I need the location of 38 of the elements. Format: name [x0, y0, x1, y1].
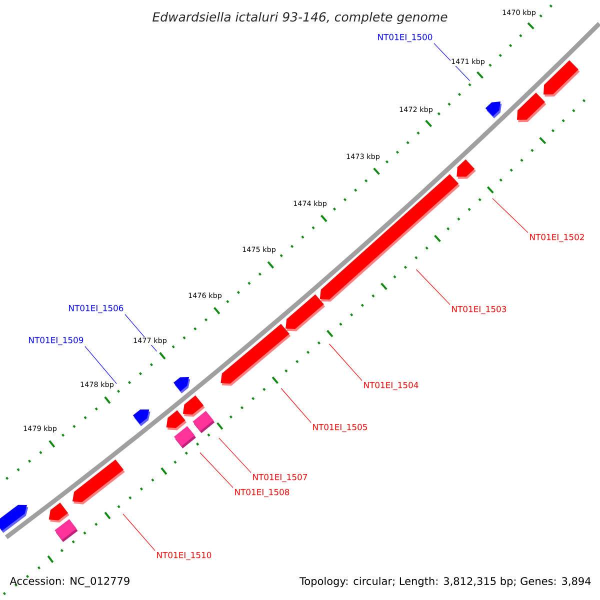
leader-line	[328, 344, 362, 381]
gene-feature	[286, 294, 326, 332]
gene-label: NT01EI_1505	[313, 424, 367, 432]
gene-feature	[544, 60, 580, 97]
gene-feature	[132, 409, 150, 426]
leader-line	[416, 269, 450, 305]
leader-line	[218, 438, 252, 473]
gene-label: NT01EI_1502	[530, 234, 584, 242]
leader-line	[84, 346, 117, 384]
gene-feature	[485, 102, 502, 118]
gene-label: NT01EI_1509	[29, 336, 84, 346]
leader-line	[280, 388, 312, 423]
gene-block	[192, 410, 215, 434]
gene-label: NT01EI_1500	[378, 34, 432, 42]
gene-feature	[182, 395, 205, 417]
leader-line	[200, 452, 234, 488]
title: Edwardsiella ictaluri 93-146, complete genome	[152, 12, 448, 24]
gene-label: NT01EI_1506	[69, 304, 124, 314]
leader-line	[434, 43, 470, 81]
leader-line	[492, 198, 528, 233]
leader-line	[122, 514, 156, 551]
gene-feature	[166, 410, 187, 430]
gene-label: NT01EI_1507	[253, 474, 307, 482]
gene-label: NT01EI_1508	[235, 488, 290, 498]
gene-feature	[0, 504, 28, 533]
gene-feature	[173, 377, 190, 394]
gene-feature	[516, 92, 546, 122]
gene-feature	[48, 502, 70, 523]
gene-block	[174, 426, 196, 448]
gene-feature	[220, 324, 291, 386]
gene-label: NT01EI_1504	[364, 382, 418, 390]
gene-block	[54, 519, 78, 542]
gene-label: NT01EI_1510	[157, 552, 212, 560]
gene-feature	[456, 159, 476, 179]
accession-text: Accession: NC_012779	[10, 576, 130, 588]
genome-info-text: Topology: circular; Length: 3,812,315 bp; Genes: 3,894	[300, 576, 591, 588]
gene-label: NT01EI_1503	[452, 306, 506, 314]
gene-feature	[72, 460, 125, 504]
